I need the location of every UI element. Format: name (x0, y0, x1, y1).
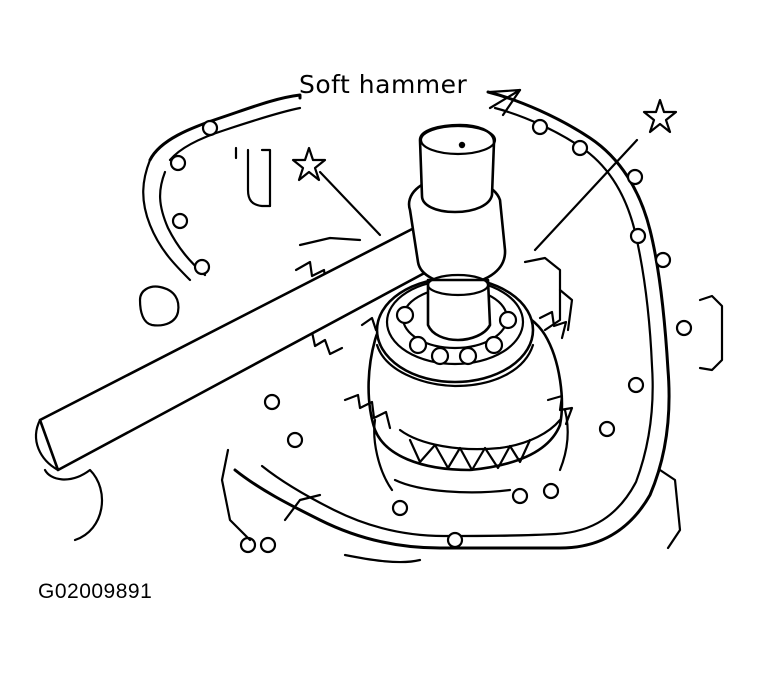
figure-id: G02009891 (38, 580, 153, 603)
star-marker-right (642, 98, 678, 134)
soft-hammer-label: Soft hammer (299, 70, 468, 99)
case-details (138, 146, 724, 564)
leader-lines (318, 88, 639, 252)
hammer-head (407, 123, 507, 342)
bolt-holes (169, 118, 693, 554)
star-outline-icon (291, 146, 327, 182)
star-marker-left (291, 146, 327, 182)
star-outline-icon (642, 98, 678, 134)
